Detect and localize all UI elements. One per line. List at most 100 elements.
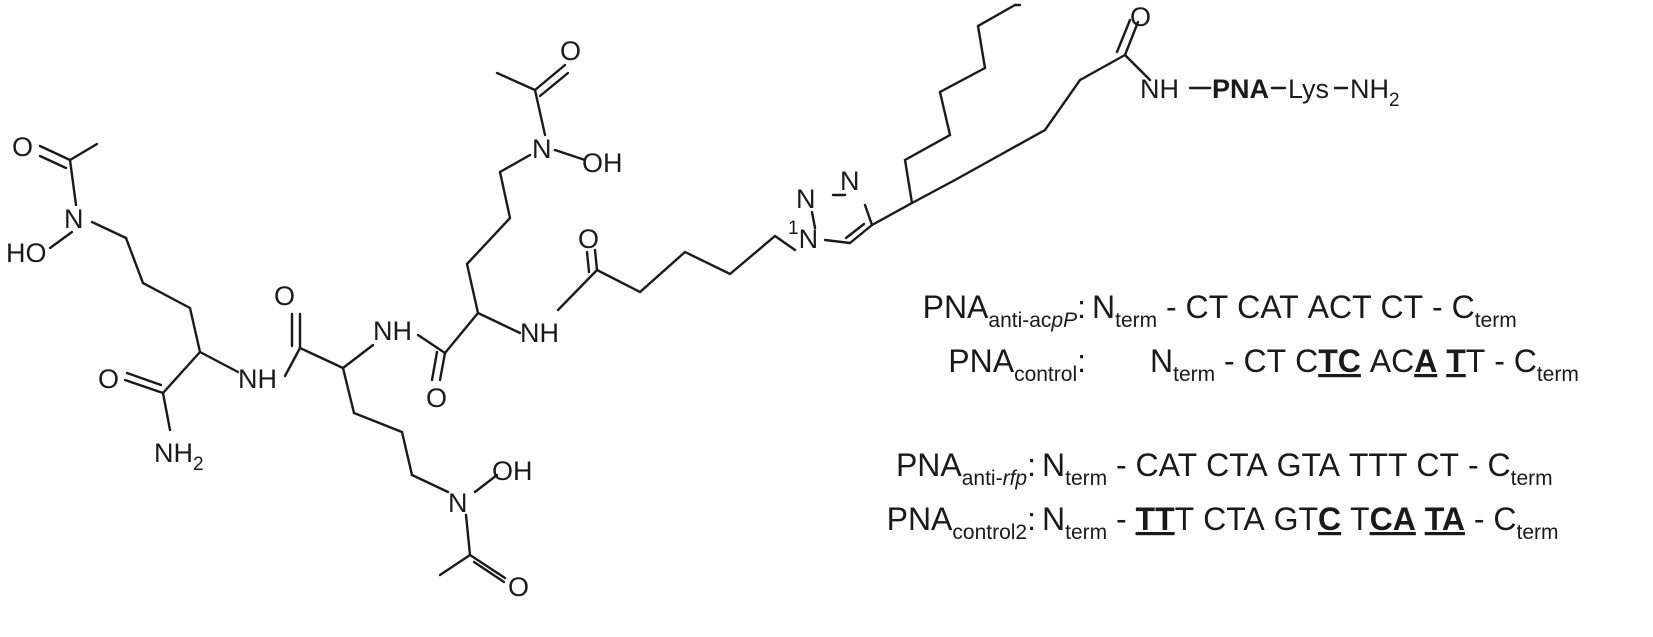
triazole-n-text: N (799, 224, 819, 254)
sequence-prefix: PNA (896, 447, 962, 483)
mismatch-base: TT (1136, 501, 1176, 537)
c-terminus-subscript: term (1475, 309, 1517, 332)
c-terminus: C (1452, 289, 1475, 325)
bond (123, 371, 165, 395)
sequence-segment: T - (1466, 343, 1514, 379)
nitrogen-label: N (448, 488, 468, 518)
bond (585, 248, 599, 274)
sequence-segment: T CTA GT (1175, 501, 1318, 537)
sequence-segment: - CT CAT ACT CT - (1157, 289, 1451, 325)
bond (1115, 18, 1140, 57)
triazole-nitrogen-label: N (796, 184, 816, 214)
bond (198, 350, 240, 374)
sequence-colon: : (1027, 447, 1036, 483)
bond (90, 220, 128, 240)
sequence-line: PNAanti-rfp:Nterm - CAT CTA GTA TTT CT -… (896, 447, 1553, 490)
sequence-body: Nterm - CT CAT ACT CT - Cterm (1092, 289, 1517, 332)
mismatch-base: CA (1370, 501, 1416, 537)
oxygen-label: O (578, 224, 599, 254)
bond (430, 350, 447, 382)
bond (468, 553, 507, 584)
sequence-subscript: anti- (962, 467, 1003, 490)
amine-label: NH2 (154, 438, 204, 475)
bond (533, 63, 570, 98)
amine-text: NH (154, 438, 193, 468)
sequence-colon: : (1077, 343, 1086, 379)
atom-labels: O N HO O NH2 NH O NH O N OH O NH N OH O … (6, 2, 1400, 602)
bond (863, 203, 874, 227)
n-terminus: N (1042, 447, 1065, 483)
amine-subscript: 2 (1389, 90, 1400, 111)
sequence-body: Nterm - CT CTC ACA TT - Cterm (1150, 343, 1579, 386)
bond (844, 222, 874, 245)
nh-label: NH (1140, 74, 1179, 104)
sequence-prefix: PNA (923, 289, 989, 325)
sequence-segment: T (1341, 501, 1369, 537)
nh-label: NH (373, 316, 412, 346)
hydroxyl-label: OH (492, 456, 533, 486)
c-terminus: C (1488, 447, 1511, 483)
sequence-body: Nterm - CAT CTA GTA TTT CT - Cterm (1042, 447, 1553, 490)
bond (533, 88, 547, 137)
pna-label: PNA (1212, 74, 1269, 104)
sequence-segment (1416, 501, 1425, 537)
bond-skeleton (38, 3, 1022, 584)
sequence-segment: - CT C (1215, 343, 1318, 379)
nh-label: NH (238, 364, 277, 394)
triazole-nitrogen-label: 1N (788, 218, 818, 254)
oxygen-label: O (12, 132, 33, 162)
oxygen-label: O (426, 383, 447, 413)
sequence-subscript-italic: rfp (1003, 467, 1028, 490)
lysine-label: Lys (1288, 74, 1329, 104)
bond (410, 473, 450, 494)
mismatch-base: C (1318, 501, 1341, 537)
sequence-subscript: anti-ac (988, 309, 1051, 332)
bond (341, 366, 414, 477)
bond (476, 311, 522, 335)
sequence-colon: : (1027, 501, 1036, 537)
hydroxyl-label: OH (582, 148, 623, 178)
n-terminus: N (1042, 501, 1065, 537)
sequence-name: PNAcontrol: (948, 343, 1086, 386)
bond (68, 158, 78, 207)
sequence-segment: - CAT CTA GTA TTT CT - (1107, 447, 1487, 483)
bond (438, 553, 472, 577)
bond (68, 142, 99, 162)
bond (498, 153, 532, 174)
sequence-prefix: PNA (948, 343, 1014, 379)
bond (553, 148, 587, 162)
oxygen-label: O (508, 572, 529, 602)
n-terminus-subscript: term (1065, 467, 1107, 490)
oxygen-label: O (1130, 2, 1151, 32)
c-terminus-subscript: term (1511, 467, 1553, 490)
sequence-subscript: control2 (952, 521, 1027, 544)
bond (810, 210, 817, 230)
n-terminus-subscript: term (1065, 521, 1107, 544)
nitrogen-label: N (64, 204, 84, 234)
amine-subscript: 2 (193, 454, 204, 475)
n-terminus: N (1092, 289, 1115, 325)
mismatch-base: A (1414, 343, 1437, 379)
terminal-amine-label: NH2 (1350, 74, 1400, 111)
c-terminus-subscript: term (1517, 521, 1559, 544)
bond (48, 230, 74, 250)
bond (465, 170, 512, 315)
sequence-segment: AC (1361, 343, 1414, 379)
bond (161, 391, 172, 432)
bond (124, 236, 202, 354)
bond (495, 71, 537, 92)
oxygen-label: O (98, 364, 119, 394)
n-terminus-subscript: term (1173, 363, 1215, 386)
bond (823, 238, 852, 245)
sequence-subscript-italic: pP (1050, 309, 1077, 332)
bond (283, 346, 302, 378)
c-terminus: C (1493, 501, 1516, 537)
pna-sequence-list: PNAanti-acpP:Nterm - CT CAT ACT CT - Cte… (887, 289, 1579, 544)
bond (443, 311, 480, 355)
bond (38, 144, 72, 170)
sequence-line: PNAcontrol: Nterm - CT CTC ACA TT - Cterm (948, 343, 1579, 386)
sequence-name: PNAcontrol2: (887, 501, 1036, 544)
bond (416, 333, 447, 355)
